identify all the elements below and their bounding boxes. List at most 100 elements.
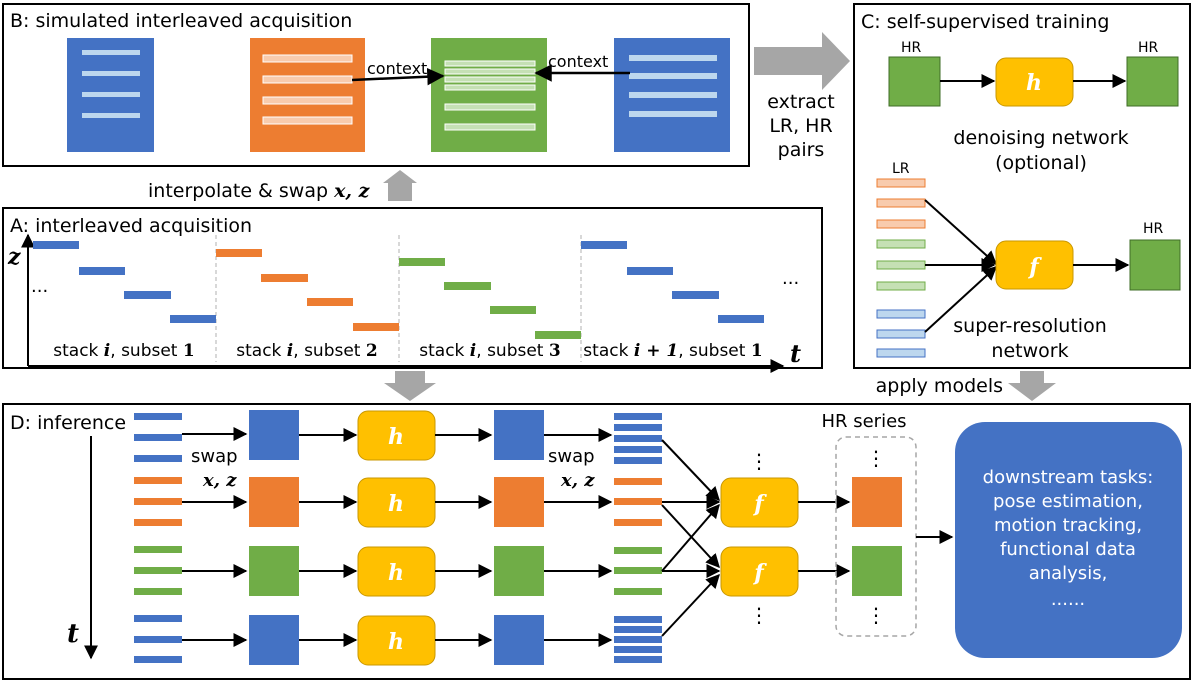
slice-bar-blue bbox=[124, 291, 171, 299]
denoised-volumes bbox=[494, 410, 544, 665]
slice-line bbox=[262, 75, 353, 84]
arrow-lr-to-f-bottom bbox=[924, 266, 998, 333]
arrows-from-h bbox=[435, 428, 493, 647]
sr-networks: f f bbox=[720, 477, 799, 597]
denoised-slice bbox=[614, 567, 662, 574]
lr-slice bbox=[876, 348, 926, 358]
interpolate-text: interpolate & swap bbox=[148, 180, 328, 202]
ellipsis-left: ... bbox=[31, 276, 48, 297]
hr-volume-orange bbox=[852, 477, 902, 527]
subset-4-num: 1 bbox=[751, 341, 763, 361]
panel-a-border bbox=[2, 207, 823, 369]
acquisition-slices bbox=[33, 241, 764, 339]
volume-green bbox=[249, 546, 299, 596]
slice-line bbox=[82, 50, 140, 55]
slice-line bbox=[262, 116, 353, 125]
denoised-slice bbox=[614, 435, 662, 442]
downstream-line: ...... bbox=[1051, 589, 1085, 610]
lr-slice bbox=[876, 260, 926, 270]
subset-4-prefix: stack bbox=[583, 341, 634, 361]
slice-bar-orange bbox=[307, 298, 353, 306]
denoised-slice bbox=[614, 588, 662, 595]
slice-line bbox=[262, 96, 353, 105]
subset-label-2: stack i, subset 2 bbox=[236, 341, 377, 361]
arrow-a-to-b bbox=[383, 170, 417, 201]
volume-blue bbox=[494, 410, 544, 460]
f-network-label: f bbox=[752, 560, 767, 586]
arrows-to-f bbox=[661, 439, 721, 637]
denoised-slice bbox=[614, 656, 662, 663]
subset-2-prefix: stack bbox=[236, 341, 287, 361]
volume-orange bbox=[494, 477, 544, 527]
lr-slice bbox=[876, 178, 926, 188]
panel-a-title: A: interleaved acquisition bbox=[10, 215, 252, 237]
slice-bar-green bbox=[490, 306, 536, 314]
stack-blue-right-lines bbox=[629, 55, 717, 117]
slice-bar-green bbox=[399, 258, 445, 266]
input-slice bbox=[134, 434, 182, 441]
input-slice bbox=[134, 455, 182, 462]
h-network-label: h bbox=[388, 629, 404, 655]
swapped-volumes bbox=[249, 410, 299, 665]
swap-vars-right: x, z bbox=[560, 470, 595, 491]
slice-bar-blue bbox=[33, 241, 79, 249]
arrows-to-h bbox=[299, 428, 358, 647]
lr-hr-label: LR, HR bbox=[769, 115, 832, 137]
vdots-f-top: ⋮ bbox=[749, 449, 769, 473]
slice-bar-blue bbox=[627, 267, 673, 275]
slice-line bbox=[629, 73, 717, 79]
slice-line bbox=[82, 71, 140, 76]
slice-bar-green bbox=[444, 282, 491, 290]
input-slice bbox=[134, 546, 182, 553]
denoised-slice bbox=[614, 478, 662, 485]
denoised-slice bbox=[614, 547, 662, 554]
vdots-hr-top: ⋮ bbox=[866, 446, 886, 470]
denoise-caption-2: (optional) bbox=[995, 152, 1087, 174]
flow-arrows bbox=[383, 32, 1056, 401]
stack-green bbox=[431, 38, 547, 152]
downstream-line: pose estimation, bbox=[993, 491, 1143, 512]
denoised-slice bbox=[614, 646, 662, 653]
lr-slice bbox=[876, 239, 926, 249]
hr-sr-patch bbox=[1129, 239, 1181, 291]
hr-output-patch bbox=[1126, 56, 1179, 107]
subset-label-4: stack i + 1, subset 1 bbox=[583, 341, 762, 361]
volume-blue bbox=[249, 410, 299, 460]
subset-3-prefix: stack bbox=[419, 341, 470, 361]
swap-arrows-right bbox=[544, 428, 613, 647]
swap-label-left: swap bbox=[191, 446, 238, 467]
lr-slice bbox=[876, 309, 926, 319]
subset-1-mid: , subset bbox=[110, 341, 183, 361]
slice-line bbox=[629, 92, 717, 98]
downstream-line: motion tracking, bbox=[994, 515, 1142, 536]
slice-bar-green bbox=[535, 331, 581, 339]
hr-in-label: HR bbox=[901, 40, 922, 56]
denoise-caption-1: denoising network bbox=[953, 127, 1128, 149]
denoised-slice bbox=[614, 413, 662, 420]
denoised-slice bbox=[614, 446, 662, 453]
stack-blue-left-lines bbox=[82, 50, 140, 118]
subset-2-mid: , subset bbox=[293, 341, 366, 361]
denoised-slice bbox=[614, 498, 662, 505]
stack-green-lines bbox=[444, 60, 536, 131]
arrow bbox=[661, 439, 720, 502]
panel-d: D: inference t swap x, z bbox=[2, 403, 1191, 680]
vdots-hr-bottom: ⋮ bbox=[866, 603, 886, 627]
interpolate-vars: x, z bbox=[333, 180, 371, 202]
slice-bar-blue bbox=[79, 267, 125, 275]
lr-slices bbox=[876, 178, 926, 358]
context-label-left: context bbox=[367, 59, 427, 78]
downstream-line: downstream tasks: bbox=[983, 467, 1154, 488]
denoised-slice bbox=[614, 626, 662, 633]
subset-label-3: stack i, subset 3 bbox=[419, 341, 560, 361]
swap-arrows-left bbox=[182, 427, 248, 647]
ellipsis-right: ... bbox=[782, 268, 799, 289]
hr-volume-green bbox=[852, 546, 902, 596]
lr-slice bbox=[876, 329, 926, 339]
denoised-slice bbox=[614, 424, 662, 431]
input-slice bbox=[134, 636, 182, 643]
arrow bbox=[661, 573, 720, 637]
panel-b: B: simulated interleaved acquisition bbox=[2, 3, 750, 167]
f-symbol: f bbox=[1027, 254, 1042, 280]
slice-line bbox=[444, 103, 536, 111]
